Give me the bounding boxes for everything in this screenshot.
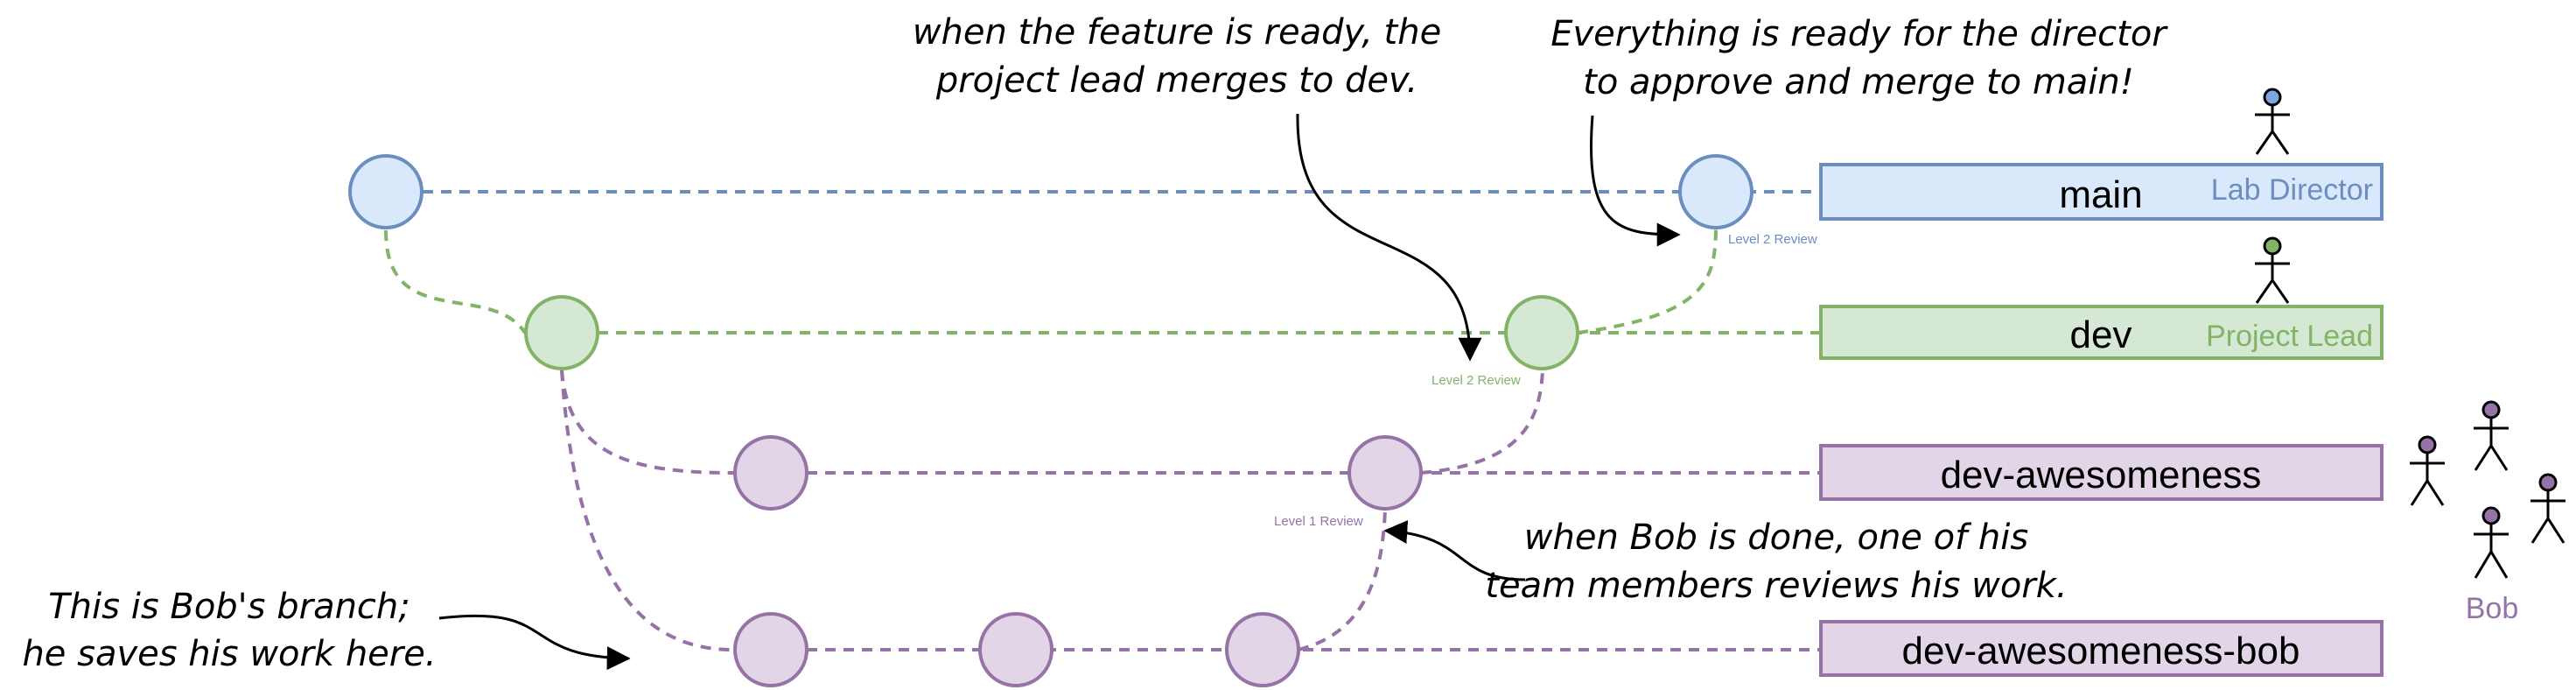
callout-arrows <box>438 113 1681 671</box>
commits <box>348 154 1754 687</box>
note-line: to approve and merge to main! <box>1583 62 2134 102</box>
branch-lines <box>384 190 1820 651</box>
dev-merge-arrow <box>1296 113 1482 362</box>
branch-label-dev[interactable]: dev Project Lead <box>1819 305 2384 360</box>
project-lead-person-icon <box>2255 236 2290 304</box>
bob-commit-2[interactable] <box>978 612 1054 687</box>
dev-commit-start[interactable] <box>524 295 599 370</box>
note-line: This is Bob's branch; <box>48 587 410 627</box>
main-commit-merge[interactable] <box>1678 154 1754 229</box>
note-line: Everything is ready for the director <box>1550 14 2168 54</box>
main-to-dev-connector <box>384 229 527 334</box>
branch-name-main: main <box>2059 173 2142 216</box>
bob-person-icon <box>2474 506 2509 579</box>
review-label-level1: Level 1 Review <box>1274 514 1363 529</box>
role-lab-director: Lab Director <box>2211 173 2373 207</box>
branch-label-main[interactable]: main Lab Director <box>1819 163 2384 221</box>
main-merge-arrow <box>1590 115 1681 247</box>
main-commit-start[interactable] <box>348 154 424 229</box>
dev-to-main-merge-connector <box>1577 229 1718 334</box>
branch-name-dev: dev <box>2070 313 2132 356</box>
note-line: he saves his work here. <box>22 634 436 674</box>
note-line: project lead merges to dev. <box>935 60 1418 101</box>
bob-commit-3[interactable] <box>1225 612 1300 687</box>
lab-director-person-icon <box>2255 88 2290 155</box>
note-line: when the feature is ready, the <box>913 12 1441 53</box>
note-main-merge: Everything is ready for the director to … <box>1550 14 2168 102</box>
bob-to-feature-merge-connector <box>1298 510 1387 651</box>
team-member-person-icon <box>2530 473 2566 544</box>
team-member-person-icon <box>2410 435 2445 506</box>
branch-label-feature[interactable]: dev-awesomeness <box>1819 444 2384 501</box>
note-dev-merge: when the feature is ready, the project l… <box>913 12 1441 101</box>
role-bob: Bob <box>2466 592 2519 625</box>
feature-commit-1[interactable] <box>733 435 808 510</box>
review-label-level2-dev: Level 2 Review <box>1432 373 1521 388</box>
review-label-level2-main: Level 2 Review <box>1728 232 1817 247</box>
bob-commit-1[interactable] <box>733 612 808 687</box>
dev-commit-merge[interactable] <box>1504 295 1579 370</box>
bob-branch-arrow <box>438 614 631 671</box>
branch-label-bob[interactable]: dev-awesomeness-bob <box>1819 620 2384 677</box>
feature-commit-merge[interactable] <box>1348 435 1423 510</box>
note-line: team members reviews his work. <box>1485 566 2067 606</box>
note-bob-review: when Bob is done, one of his team member… <box>1485 518 2067 606</box>
role-project-lead: Project Lead <box>2206 320 2373 353</box>
dev-to-bob-connector <box>560 370 734 651</box>
note-line: when Bob is done, one of his <box>1524 518 2028 558</box>
bob-review-arrow <box>1383 520 1526 581</box>
team-member-person-icon <box>2474 400 2509 471</box>
dev-to-feature-connector <box>560 370 734 475</box>
note-bob-branch: This is Bob's branch; he saves his work … <box>22 587 436 674</box>
branch-name-bob: dev-awesomeness-bob <box>1902 630 2300 672</box>
branch-name-feature: dev-awesomeness <box>1941 454 2262 496</box>
